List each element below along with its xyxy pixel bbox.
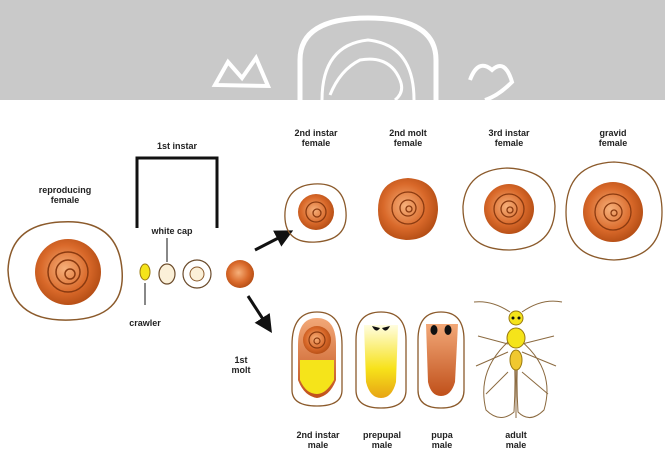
label-adult-male: adult male: [494, 430, 538, 450]
crawler: [140, 264, 150, 305]
label-third-instar-female: 3rd instar female: [477, 128, 541, 148]
arrow-to-male: [248, 296, 270, 330]
adult-male: [474, 301, 562, 418]
label-first-molt: 1st molt: [226, 355, 256, 375]
gravid-female: [566, 162, 662, 260]
label-crawler: crawler: [120, 318, 170, 328]
first-molt-scale: [226, 260, 254, 288]
label-gravid-female: gravid female: [583, 128, 643, 148]
label-first-instar: 1st instar: [140, 141, 214, 151]
first-instar-bracket: [137, 158, 217, 228]
settled-first-instar: [183, 260, 211, 288]
label-prepupal-male: prepupal male: [356, 430, 408, 450]
second-instar-male: [292, 312, 342, 406]
label-second-instar-male: 2nd instar male: [287, 430, 349, 450]
label-second-instar-female: 2nd instar female: [286, 128, 346, 148]
label-reproducing-female: reproducing female: [30, 185, 100, 205]
white-cap: [159, 238, 175, 284]
second-instar-female: [285, 184, 346, 242]
label-white-cap: white cap: [145, 226, 199, 236]
reproducing-female: [8, 222, 122, 320]
pupa-male: [418, 312, 464, 408]
label-second-molt-female: 2nd molt female: [378, 128, 438, 148]
arrow-to-female: [255, 232, 290, 250]
label-pupa-male: pupa male: [420, 430, 464, 450]
third-instar-female: [463, 168, 555, 250]
prepupal-male: [356, 312, 406, 408]
second-molt-female: [378, 178, 438, 240]
